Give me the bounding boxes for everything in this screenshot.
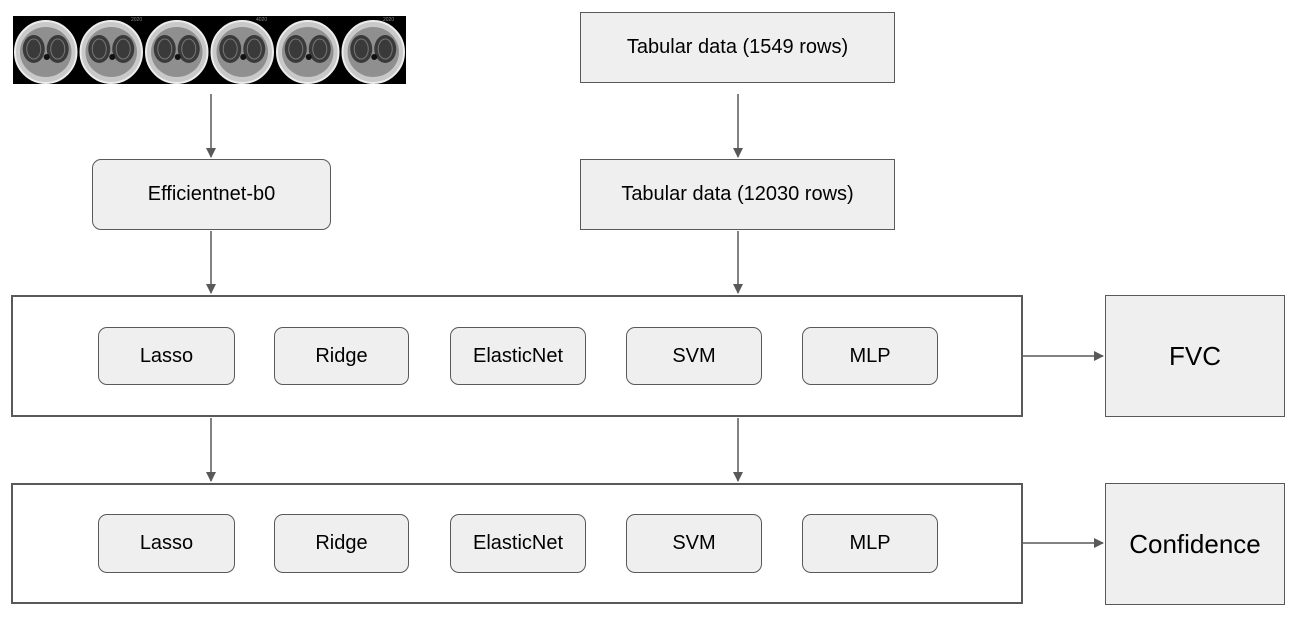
model-label: SVM [672,344,716,367]
stage1-model-svm: SVM [626,327,762,385]
stage1-model-lasso: Lasso [98,327,235,385]
ct-caption-2: 4020 [256,17,268,23]
fvc-output-label: FVC [1169,340,1221,371]
model-label: ElasticNet [472,344,564,367]
model-label: Lasso [139,532,194,554]
efficientnet-node: Efficientnet-b0 [92,159,331,230]
stage1-model-ridge: Ridge [274,327,409,385]
stage2-model-lasso: Lasso [98,514,235,573]
stage2-model-elasticnet: ElasticNet [450,514,586,573]
stage2-model-ridge: Ridge [274,514,409,573]
ct-slice [145,20,209,84]
model-label: MLP [849,532,891,554]
ct-slice [210,20,274,84]
ct-slice [79,20,143,84]
model-label: ElasticNet [472,532,564,554]
model-label: Ridge [315,532,368,554]
model-label: MLP [849,344,891,367]
stage1-model-mlp: MLP [802,327,938,385]
confidence-output-label: Confidence [1129,528,1261,559]
ct-slice [276,20,340,84]
model-label: Ridge [315,344,368,367]
ct-slice [341,20,405,84]
ct-caption-1: 2020 [131,17,143,23]
ct-caption-3: 2020 [383,17,395,23]
fvc-output-node: FVC [1105,295,1285,417]
stage2-model-mlp: MLP [802,514,938,573]
stage1-model-elasticnet: ElasticNet [450,327,586,385]
tabular-data-raw-node: Tabular data (1549 rows) [580,12,895,83]
tabular-data-expanded-label: Tabular data (12030 rows) [621,183,854,205]
stage2-model-svm: SVM [626,514,762,573]
ct-scan-slices-icon [14,20,405,84]
efficientnet-label: Efficientnet-b0 [147,183,276,205]
ct-image-strip: 2020 4020 2020 [13,16,406,84]
confidence-output-node: Confidence [1105,483,1285,605]
ct-slice [14,20,78,84]
model-label: SVM [672,532,716,554]
tabular-data-expanded-node: Tabular data (12030 rows) [580,159,895,230]
model-label: Lasso [139,344,194,367]
tabular-data-raw-label: Tabular data (1549 rows) [626,36,849,58]
